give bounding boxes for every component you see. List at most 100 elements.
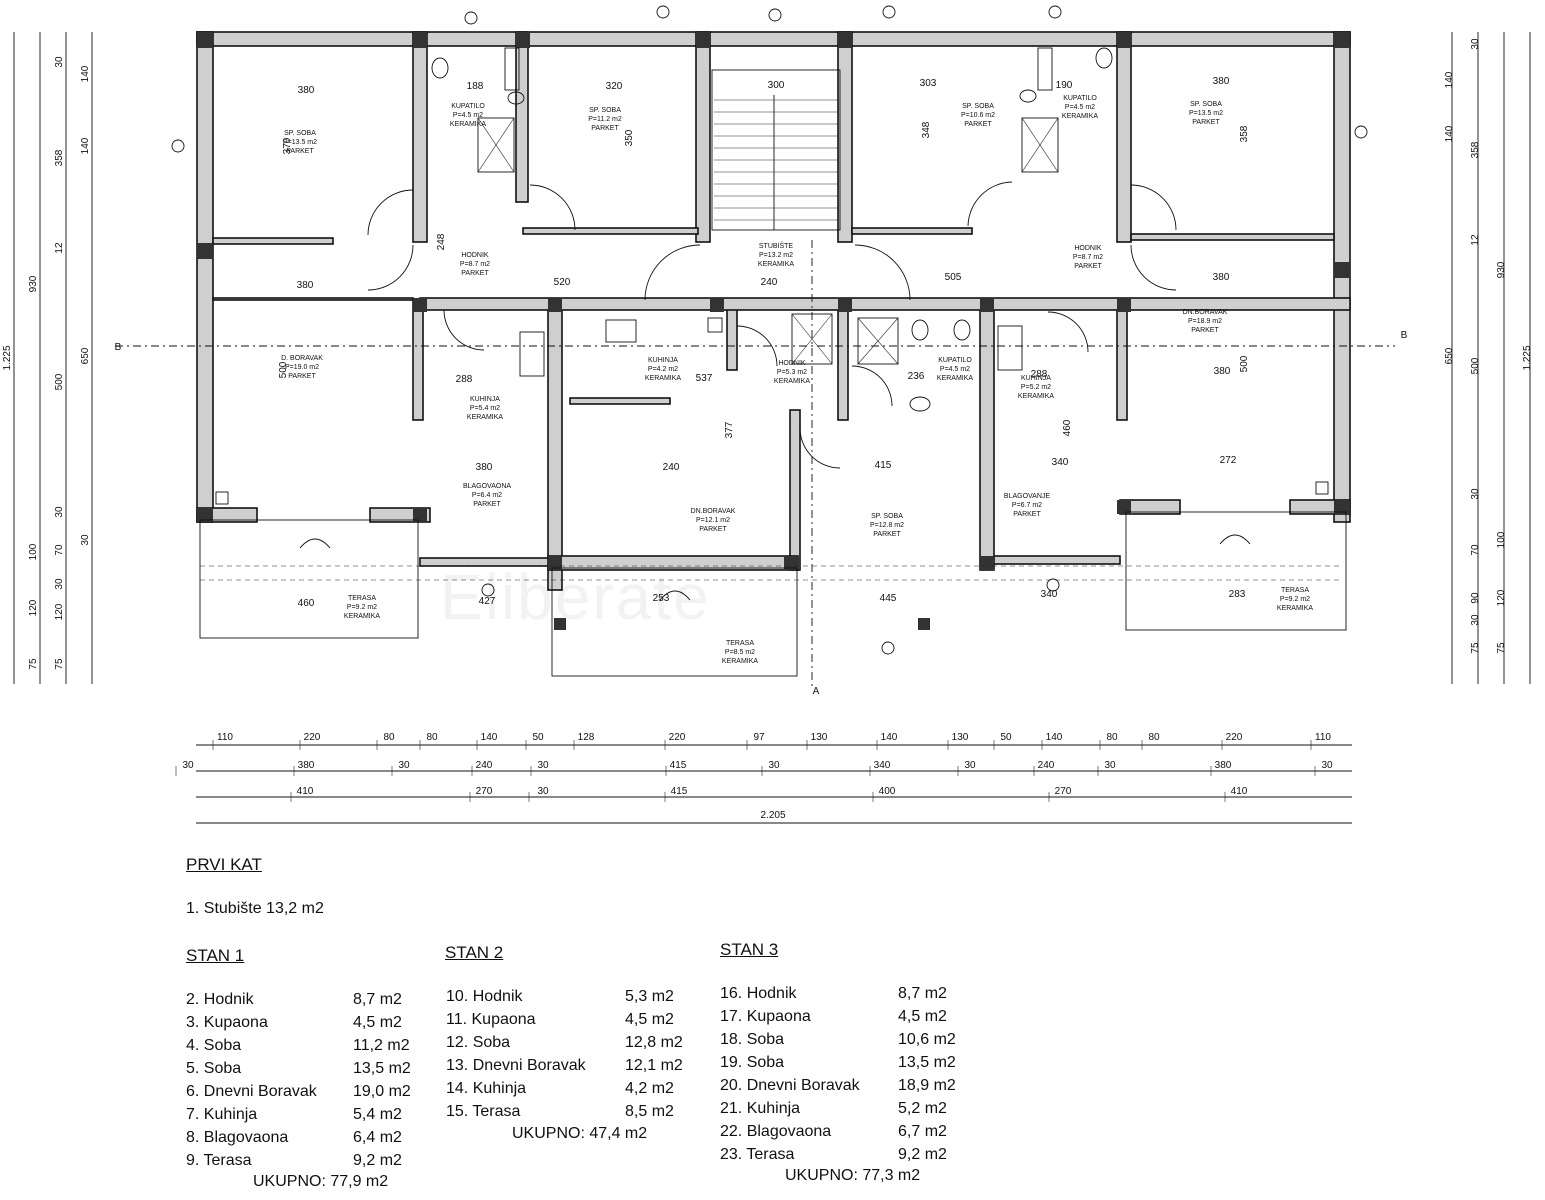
interior-dimension: 427 <box>479 596 496 607</box>
legend-row-label: 18. Soba <box>720 1031 785 1048</box>
legend-row-label: 12. Soba <box>446 1034 511 1051</box>
interior-dimension: 358 <box>1239 125 1250 142</box>
room-finish: KERAMIKA <box>344 613 381 620</box>
room-area: P=13.5 m2 <box>283 139 317 146</box>
room-area: P=12.8 m2 <box>870 522 904 529</box>
legend-row-area: 8,5 m2 <box>625 1103 674 1120</box>
legend-row-label: 20. Dnevni Boravak <box>720 1077 860 1094</box>
room-area: P=13.2 m2 <box>759 252 793 259</box>
room-name: STUBIŠTE <box>759 241 794 250</box>
stan2-title: STAN 2 <box>445 943 504 962</box>
markers <box>171 5 1368 655</box>
dimension-label: 97 <box>753 732 765 743</box>
dimension-label: 30 <box>537 786 549 797</box>
dimension-label: 500 <box>54 373 65 390</box>
room-area: P=4.2 m2 <box>648 366 678 373</box>
dimension-label: 30 <box>80 534 91 546</box>
interior-dimension: 380 <box>297 280 314 291</box>
room-name: SP. SOBA <box>1190 101 1222 108</box>
room-name: DN.BORAVAK <box>1183 309 1228 316</box>
interior-dimension: 283 <box>1229 589 1246 600</box>
room-name: TERASA <box>726 640 754 647</box>
interior-dimension: 288 <box>1031 369 1048 380</box>
legend-row-area: 13,5 m2 <box>353 1060 411 1077</box>
staircase <box>711 69 841 231</box>
dimension-label: 140 <box>80 137 91 154</box>
room-finish: KERAMIKA <box>1018 393 1055 400</box>
dimension-label: 12 <box>1470 234 1481 246</box>
dimension-label: 110 <box>217 732 233 743</box>
room-name: HODNIK <box>1074 245 1102 252</box>
interior-dimension: 350 <box>624 129 635 146</box>
interior-dimension: 188 <box>467 81 484 92</box>
interior-dimension: 537 <box>696 373 713 384</box>
room-finish: KERAMIKA <box>645 375 682 382</box>
stan1-total: UKUPNO: 77,9 m2 <box>253 1173 389 1190</box>
interior-dimension: 380 <box>298 85 315 96</box>
room-name: SP. SOBA <box>962 103 994 110</box>
room-name: HODNIK <box>461 252 489 259</box>
legend-row-label: 3. Kupaona <box>186 1014 268 1031</box>
interior-dimension: 380 <box>1214 366 1231 377</box>
interior-dimension: 253 <box>653 593 670 604</box>
dimension-total: 1.225 <box>1522 345 1533 370</box>
interior-dimension: 445 <box>880 593 897 604</box>
dimension-label: 140 <box>881 732 898 743</box>
dimension-label: 80 <box>1148 732 1160 743</box>
interior-dimension: 240 <box>663 462 680 473</box>
dimension-label: 410 <box>1231 786 1248 797</box>
room-finish: KERAMIKA <box>467 414 504 421</box>
room-name: D. BORAVAK <box>281 355 323 362</box>
interior-dimension: 190 <box>1056 80 1073 91</box>
section-lines: B B A <box>115 240 1408 697</box>
legend-row-label: 14. Kuhinja <box>446 1080 527 1097</box>
interior-dimension: 460 <box>1062 419 1073 436</box>
dimension-label: 30 <box>1321 760 1333 771</box>
dimension-label: 30 <box>537 760 549 771</box>
legend-row-area: 5,2 m2 <box>898 1100 947 1117</box>
room-finish: KERAMIKA <box>937 375 974 382</box>
dimension-label: 415 <box>671 786 688 797</box>
room-name: KUPATILO <box>1063 95 1097 102</box>
dimension-label: 70 <box>54 544 65 556</box>
room-finish: PARKET <box>591 125 619 132</box>
legend-row-label: 7. Kuhinja <box>186 1106 258 1123</box>
legend-row-label: 5. Soba <box>186 1060 242 1077</box>
dimension-label: 120 <box>1496 589 1507 606</box>
room-area: P=8.7 m2 <box>460 261 490 268</box>
room-finish: KERAMIKA <box>450 121 487 128</box>
dimension-label: 30 <box>54 56 65 68</box>
dimension-label: 75 <box>1496 642 1507 654</box>
interior-dimension: 380 <box>1213 272 1230 283</box>
dimension-label: 220 <box>1226 732 1243 743</box>
room-finish: KERAMIKA <box>1062 113 1099 120</box>
dimension-label: 30 <box>182 760 194 771</box>
legend-row-area: 8,7 m2 <box>353 991 402 1008</box>
room-finish: PARKET <box>473 501 501 508</box>
dimension-label: 90 <box>1470 592 1481 604</box>
room-area: P=9.2 m2 <box>347 604 377 611</box>
legend-row-area: 6,4 m2 <box>353 1129 402 1146</box>
dimension-label: 930 <box>28 275 39 292</box>
legend-row-label: 23. Terasa <box>720 1146 795 1163</box>
room-finish: PARKET <box>286 148 314 155</box>
legend-row-area: 9,2 m2 <box>898 1146 947 1163</box>
dimension-label: 80 <box>383 732 395 743</box>
room-area: P=9.2 m2 <box>1280 596 1310 603</box>
dimension-label: 30 <box>1470 488 1481 500</box>
room-finish: PARKET <box>1192 119 1220 126</box>
dimension-label: 240 <box>1038 760 1055 771</box>
room-area: P=19.0 m2 <box>285 364 319 371</box>
columns <box>197 32 1350 630</box>
room-name: SP. SOBA <box>589 107 621 114</box>
room-area: P=4.5 m2 <box>1065 104 1095 111</box>
room-name: KUHINJA <box>1021 375 1051 382</box>
interior-dimension: 240 <box>761 277 778 288</box>
legend-row-label: 15. Terasa <box>446 1103 521 1120</box>
interior-dimension: 340 <box>1041 589 1058 600</box>
doors <box>299 181 1251 601</box>
legend-row-label: 21. Kuhinja <box>720 1100 801 1117</box>
interior-dimension: 380 <box>476 462 493 473</box>
legend-row-label: 9. Terasa <box>186 1152 252 1169</box>
